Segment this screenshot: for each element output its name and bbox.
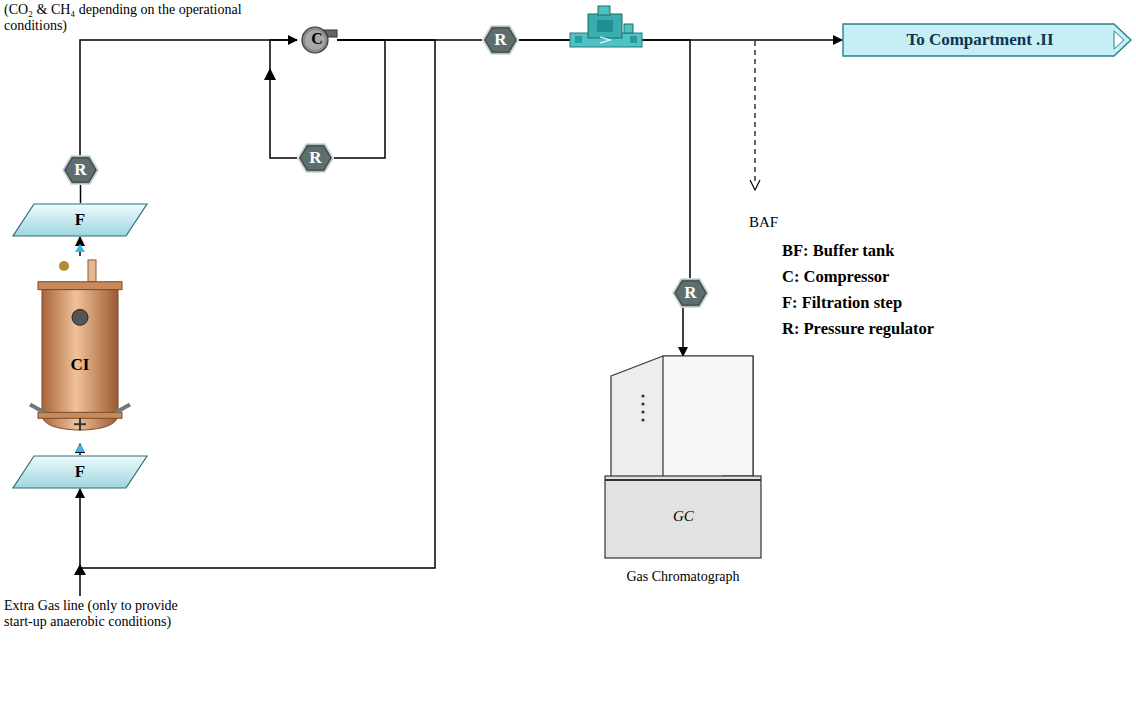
gas-chromatograph: GCGas Chromatograph (603, 356, 763, 561)
node-label: R (309, 148, 321, 168)
node-label: R (74, 160, 86, 180)
dashed-line (754, 41, 755, 185)
legend-entry: BF: Buffer tank (782, 238, 934, 264)
flow-arrow (75, 244, 85, 252)
node-label: CI (71, 355, 90, 375)
note-text: Extra Gas line (only to provide start-up… (4, 598, 194, 630)
compressor: C (297, 24, 337, 54)
pressure-regulator: R (297, 143, 334, 173)
arrow-head (750, 180, 760, 190)
pipe-connector (80, 40, 435, 568)
pressure-regulator: R (62, 155, 99, 185)
pipe-connector (270, 40, 297, 158)
node-label: F (75, 210, 85, 230)
node-label: F (75, 462, 85, 482)
legend-entry: R: Pressure regulator (782, 316, 934, 342)
legend-entry: F: Filtration step (782, 290, 934, 316)
pressure-regulator: R (482, 25, 519, 55)
legend-entry: C: Compressor (782, 264, 934, 290)
note-text: (CO₂ & CH₄ depending on the operational … (4, 2, 274, 34)
gas-chromatograph-shape (603, 356, 763, 561)
arrow-head (264, 68, 276, 80)
node-label: GC (673, 508, 694, 525)
outlet-label: BAF (749, 214, 809, 231)
pipe-connector (519, 40, 690, 278)
node-label: R (684, 283, 696, 303)
arrow-head (74, 564, 86, 575)
flow-arrow (75, 444, 85, 452)
buffer-tank-icon (570, 6, 642, 47)
pipe-connector (682, 308, 684, 356)
pipe-connector (334, 40, 385, 158)
destination-box: To Compartment .II (842, 23, 1132, 57)
node-caption: Gas Chromatograph (626, 569, 739, 585)
pipe-connector (80, 40, 297, 155)
node-label: To Compartment .II (906, 30, 1053, 50)
reactor-vessel: CI (30, 256, 130, 444)
filter-box: F (12, 203, 148, 237)
node-label: R (494, 30, 506, 50)
pressure-regulator: R (672, 278, 709, 308)
pipe-connector (80, 185, 82, 203)
filter-box: F (12, 455, 148, 489)
reactor-vessel-shape (30, 256, 130, 444)
legend: BF: Buffer tankC: CompressorF: Filtratio… (782, 238, 934, 342)
node-label: C (311, 30, 323, 48)
